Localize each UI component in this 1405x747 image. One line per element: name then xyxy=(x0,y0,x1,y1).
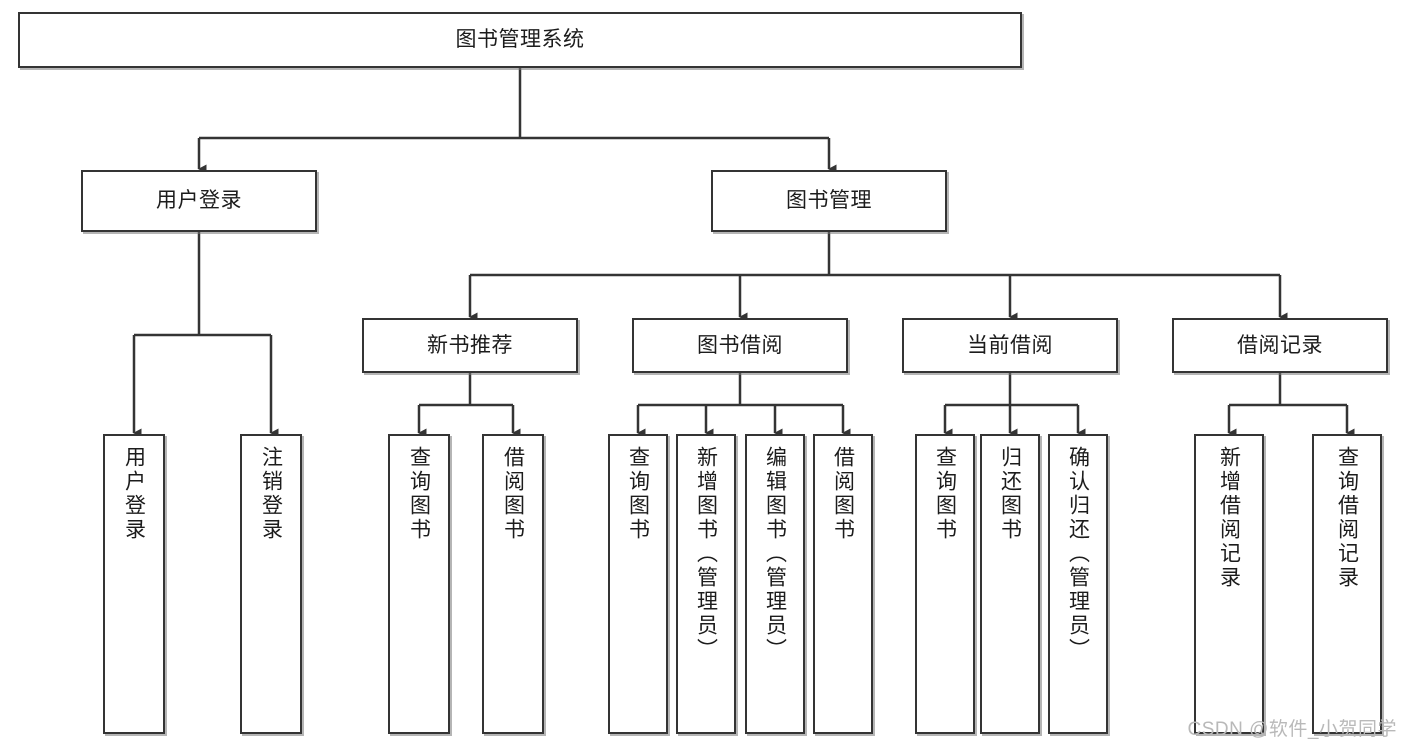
node-borrow-record[interactable]: 借阅记录 xyxy=(1172,318,1388,373)
node-label-book-manage: 图书管理 xyxy=(786,189,872,213)
node-label-new-book-recommend: 新书推荐 xyxy=(427,333,513,357)
node-label-root: 图书管理系统 xyxy=(455,28,585,52)
node-book-borrow[interactable]: 图书借阅 xyxy=(632,318,848,373)
node-leaf-query-record[interactable]: 查询借阅记录 xyxy=(1312,434,1382,734)
node-label-leaf-add-record: 新增借阅记录 xyxy=(1217,446,1241,590)
watermark-text: CSDN @软件_小贺同学 xyxy=(1187,719,1397,740)
node-label-leaf-query-book-2: 查询图书 xyxy=(626,446,650,542)
node-label-leaf-query-book-3: 查询图书 xyxy=(933,446,957,542)
node-leaf-user-login[interactable]: 用户登录 xyxy=(103,434,165,734)
node-leaf-borrow-book-1[interactable]: 借阅图书 xyxy=(482,434,544,734)
node-label-leaf-borrow-book-2: 借阅图书 xyxy=(831,446,855,542)
node-label-leaf-logout: 注销登录 xyxy=(259,446,283,542)
node-label-user-login: 用户登录 xyxy=(156,189,242,213)
node-label-leaf-add-book: 新增图书（管理员） xyxy=(694,446,718,662)
node-label-leaf-query-record: 查询借阅记录 xyxy=(1335,446,1359,590)
node-new-book-recommend[interactable]: 新书推荐 xyxy=(362,318,578,373)
node-current-borrow[interactable]: 当前借阅 xyxy=(902,318,1118,373)
node-leaf-query-book-2[interactable]: 查询图书 xyxy=(608,434,668,734)
node-label-leaf-user-login: 用户登录 xyxy=(122,446,146,542)
node-leaf-logout[interactable]: 注销登录 xyxy=(240,434,302,734)
node-leaf-confirm-return[interactable]: 确认归还（管理员） xyxy=(1048,434,1108,734)
node-label-borrow-record: 借阅记录 xyxy=(1237,333,1323,357)
node-label-leaf-confirm-return: 确认归还（管理员） xyxy=(1066,446,1090,662)
node-user-login[interactable]: 用户登录 xyxy=(81,170,317,232)
node-root[interactable]: 图书管理系统 xyxy=(18,12,1022,68)
node-label-leaf-query-book-1: 查询图书 xyxy=(407,446,431,542)
node-leaf-borrow-book-2[interactable]: 借阅图书 xyxy=(813,434,873,734)
node-label-leaf-return-book: 归还图书 xyxy=(998,446,1022,542)
node-leaf-edit-book[interactable]: 编辑图书（管理员） xyxy=(745,434,805,734)
node-label-leaf-borrow-book-1: 借阅图书 xyxy=(501,446,525,542)
node-label-book-borrow: 图书借阅 xyxy=(697,333,783,357)
node-leaf-query-book-1[interactable]: 查询图书 xyxy=(388,434,450,734)
node-leaf-add-book[interactable]: 新增图书（管理员） xyxy=(676,434,736,734)
edge-group xyxy=(132,68,1355,438)
node-leaf-return-book[interactable]: 归还图书 xyxy=(980,434,1040,734)
node-label-leaf-edit-book: 编辑图书（管理员） xyxy=(763,446,787,662)
node-label-current-borrow: 当前借阅 xyxy=(967,333,1053,357)
node-book-manage[interactable]: 图书管理 xyxy=(711,170,947,232)
node-leaf-add-record[interactable]: 新增借阅记录 xyxy=(1194,434,1264,734)
node-leaf-query-book-3[interactable]: 查询图书 xyxy=(915,434,975,734)
